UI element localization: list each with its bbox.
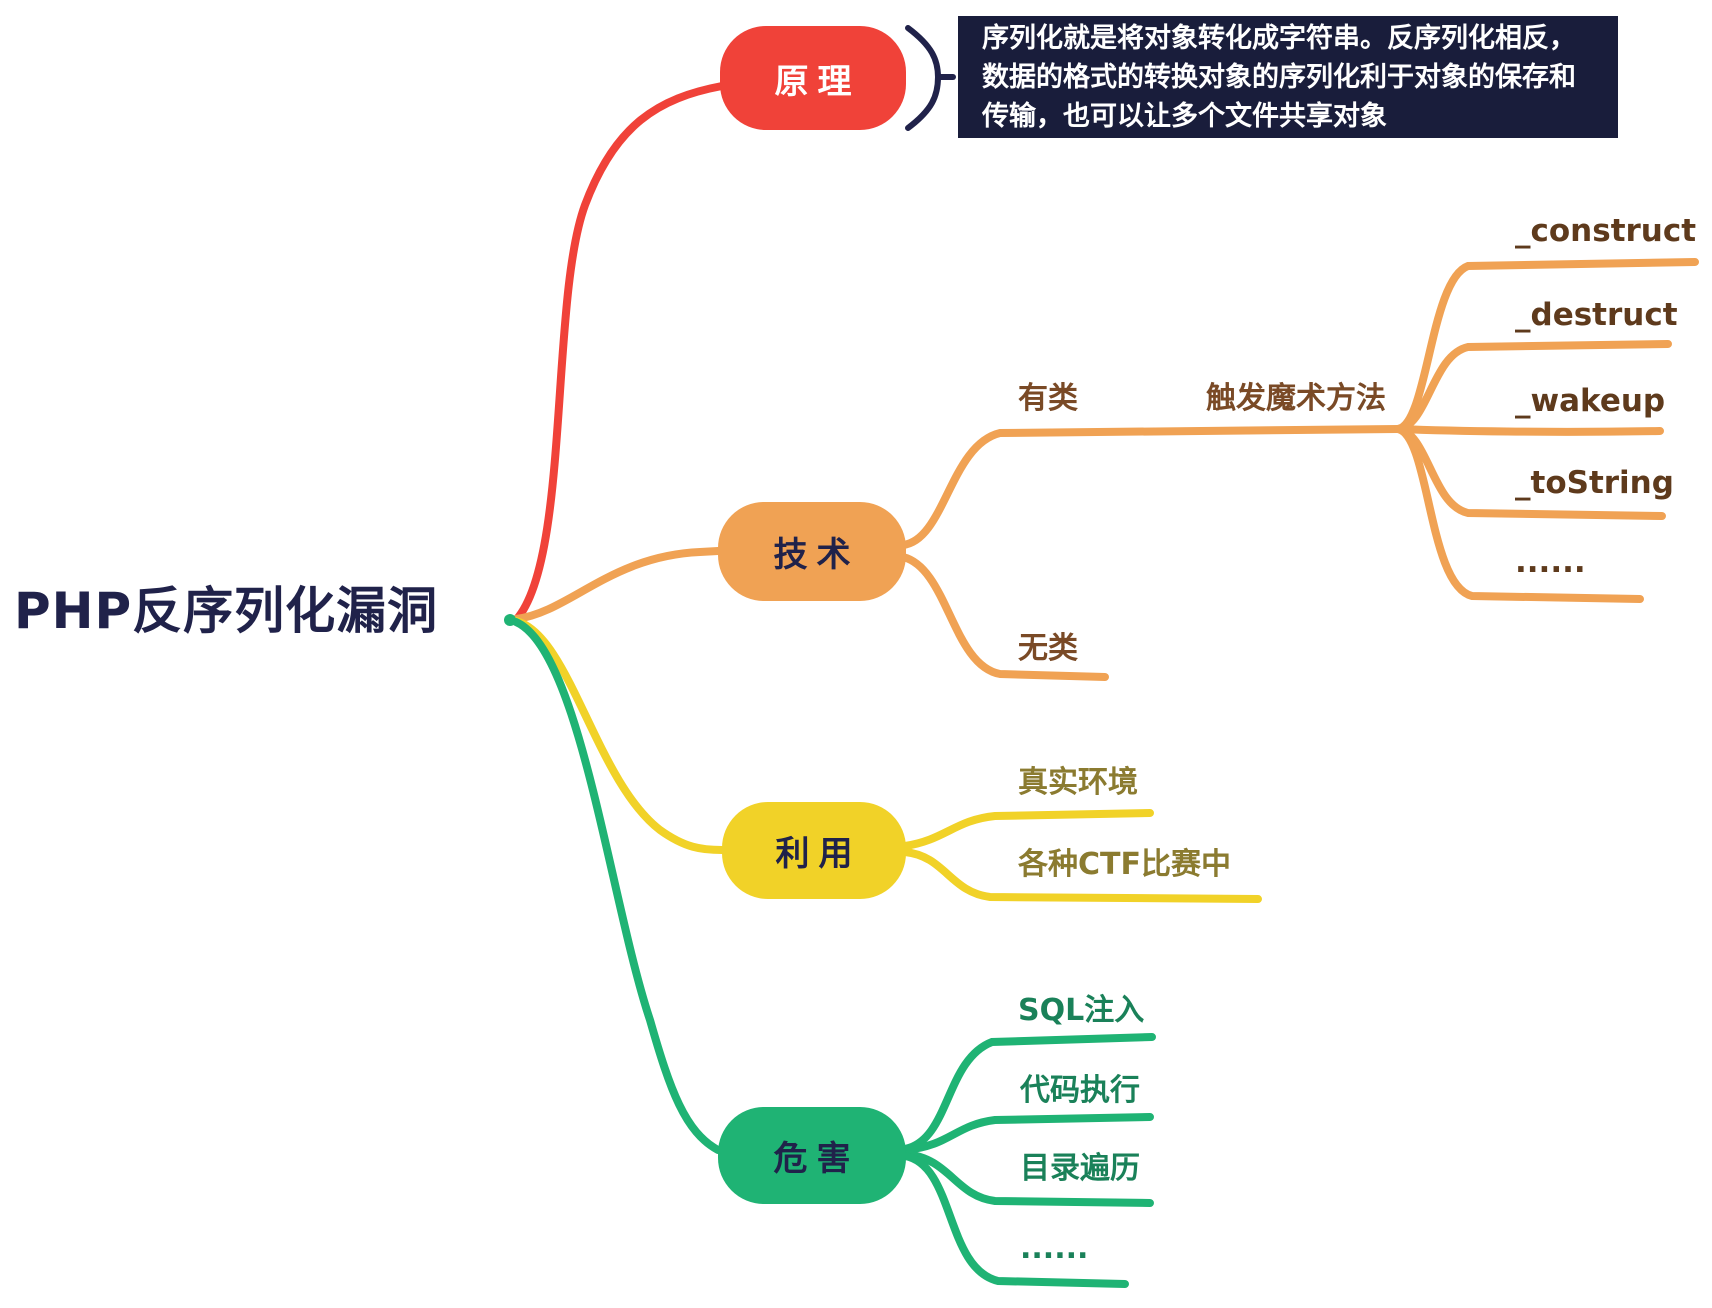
note-brace xyxy=(905,25,956,131)
topic-harm-more[interactable]: ...... xyxy=(1020,1231,1089,1266)
principle-note-text: 序列化就是将对象转化成字符串。反序列化相反，数据的格式的转换对象的序列化利于对象… xyxy=(982,22,1576,132)
topic-real-environment[interactable]: 真实环境 xyxy=(1018,765,1138,800)
node-harm[interactable]: 危害 xyxy=(718,1107,906,1204)
topic-sql-injection[interactable]: SQL注入 xyxy=(1018,993,1145,1028)
topic-magic-trigger[interactable]: 触发魔术方法 xyxy=(1206,381,1386,416)
topic-magic-wakeup[interactable]: _wakeup xyxy=(1515,383,1666,419)
topic-ctf-competitions[interactable]: 各种CTF比赛中 xyxy=(1018,847,1231,882)
topic-code-execution[interactable]: 代码执行 xyxy=(1020,1073,1140,1108)
branch-lines-harm xyxy=(504,614,1156,1288)
topic-no-class[interactable]: 无类 xyxy=(1018,631,1078,666)
branch-lines-technique xyxy=(512,258,1699,681)
branch-lines-exploitation xyxy=(512,617,1262,903)
topic-magic-construct[interactable]: _construct xyxy=(1515,213,1697,249)
topic-magic-destruct[interactable]: _destruct xyxy=(1515,297,1678,333)
topic-has-class[interactable]: 有类 xyxy=(1018,381,1078,416)
principle-note[interactable]: 序列化就是将对象转化成字符串。反序列化相反，数据的格式的转换对象的序列化利于对象… xyxy=(958,16,1618,138)
branch-line-principle xyxy=(512,82,726,624)
root-topic[interactable]: PHP反序列化漏洞 xyxy=(14,582,439,640)
node-technique[interactable]: 技术 xyxy=(718,502,906,601)
topic-directory-traversal[interactable]: 目录遍历 xyxy=(1020,1151,1140,1186)
node-principle[interactable]: 原理 xyxy=(720,26,906,130)
topic-magic-more[interactable]: ...... xyxy=(1515,544,1586,580)
topic-magic-ellipsis[interactable]: _toString xyxy=(1515,465,1674,501)
node-exploitation[interactable]: 利用 xyxy=(722,802,906,899)
root-connection-dot xyxy=(504,614,516,626)
